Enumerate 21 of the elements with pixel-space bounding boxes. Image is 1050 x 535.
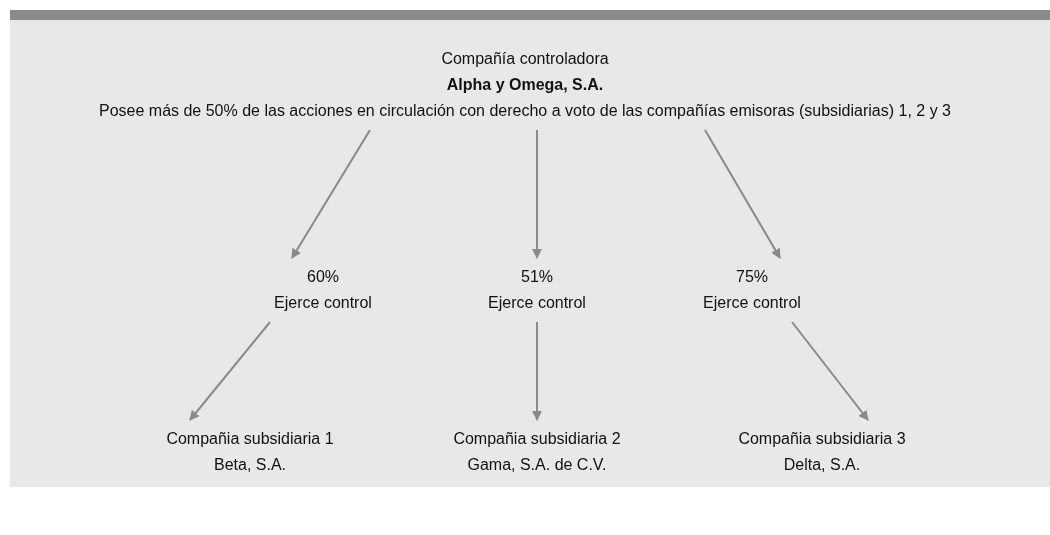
control-text: Ejerce control bbox=[488, 293, 586, 313]
company-name: Gama, S.A. de C.V. bbox=[467, 455, 607, 475]
company-heading: Compañía controladora bbox=[441, 49, 609, 69]
percentage-text: 60% bbox=[307, 267, 339, 287]
description-text: Posee más de 50% de las acciones en circulación con derecho a voto de las compañías emisoras (subsidiarias) 1, 2 y 3 bbox=[99, 101, 951, 121]
percentage-text: 75% bbox=[736, 267, 768, 287]
arrow bbox=[291, 129, 371, 259]
arrow bbox=[189, 321, 271, 421]
arrow bbox=[532, 129, 542, 259]
company-name: Alpha y Omega, S.A. bbox=[446, 75, 604, 95]
arrow bbox=[532, 321, 542, 421]
company-name: Beta, S.A. bbox=[213, 455, 286, 475]
subsidiary-heading: Compañia subsidiaria 2 bbox=[453, 429, 621, 449]
subsidiary-heading: Compañia subsidiaria 3 bbox=[738, 429, 906, 449]
control-text: Ejerce control bbox=[274, 293, 372, 313]
arrow bbox=[791, 321, 869, 421]
subsidiary-heading: Compañia subsidiaria 1 bbox=[166, 429, 334, 449]
company-name: Delta, S.A. bbox=[783, 455, 861, 475]
control-text: Ejerce control bbox=[703, 293, 801, 313]
arrow bbox=[704, 129, 781, 259]
percentage-text: 51% bbox=[521, 267, 553, 287]
